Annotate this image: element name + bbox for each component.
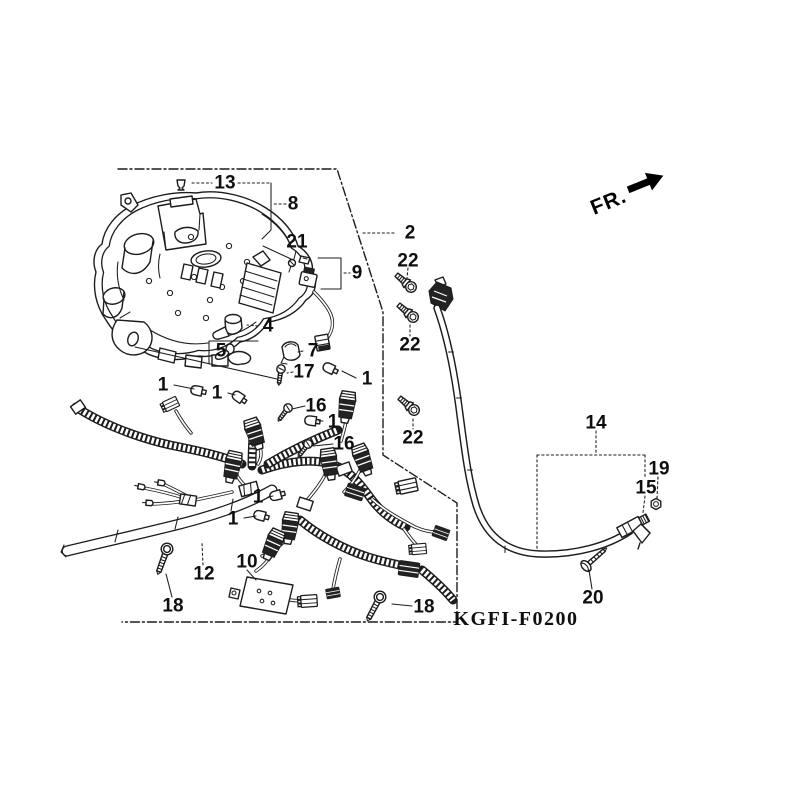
callout-label-22: 22 [399, 335, 420, 356]
callout-label-21: 21 [286, 232, 308, 253]
fr-label: FR. [587, 185, 630, 220]
callout-label-4: 4 [263, 316, 274, 337]
fr-direction-indicator: FR. [587, 172, 664, 220]
assembly-boundary-lines [117, 168, 458, 623]
callout-label-16: 16 [333, 434, 354, 455]
tape-wrap-patches [69, 399, 353, 512]
callout-label-15: 15 [635, 478, 657, 499]
diagram-code: KGFI-F0200 [454, 608, 579, 630]
callout-label-1: 1 [212, 383, 223, 404]
callout-label-22: 22 [402, 428, 423, 449]
callout-label-5: 5 [216, 341, 227, 362]
callout-label-1: 1 [228, 509, 239, 530]
callout-leader-lines [134, 182, 659, 607]
callout-label-14: 14 [585, 413, 607, 434]
part-clamp-7 [280, 341, 301, 365]
callout-label-12: 12 [193, 564, 214, 585]
callout-label-22: 22 [397, 251, 418, 272]
callout-label-8: 8 [288, 194, 299, 215]
cable-end-fitting [616, 513, 651, 550]
callout-label-16: 16 [305, 396, 326, 417]
callout-label-17: 17 [293, 362, 314, 383]
cable-upper-connector [428, 276, 454, 312]
part-speed-sensor-9 [298, 266, 335, 352]
fr-arrow-icon [626, 172, 664, 194]
callout-label-20: 20 [582, 588, 603, 609]
callout-label-7: 7 [308, 341, 319, 362]
callout-label-1: 1 [158, 375, 169, 396]
callout-label-2: 2 [405, 223, 416, 244]
callout-label-10: 10 [236, 552, 257, 573]
part-screws-21 [287, 255, 311, 273]
callout-label-1: 1 [328, 412, 339, 433]
speedometer-cable-drawing [428, 276, 662, 575]
wire-harness-drawing [60, 360, 458, 615]
part-mount-rubber-5 [214, 343, 252, 366]
callout-label-18: 18 [162, 596, 183, 617]
meter-case-drawing [93, 191, 317, 369]
callout-label-1: 1 [253, 487, 264, 508]
callout-label-9: 9 [352, 263, 363, 284]
part-grommet-13 [176, 179, 186, 191]
part-nut-19 [650, 497, 662, 511]
callout-label-13: 13 [214, 173, 235, 194]
part-bracket-plate-10 [228, 576, 294, 615]
callout-label-19: 19 [648, 459, 669, 480]
callout-label-1: 1 [362, 369, 373, 390]
part-knob-4 [212, 313, 243, 340]
callout-label-18: 18 [413, 597, 434, 618]
